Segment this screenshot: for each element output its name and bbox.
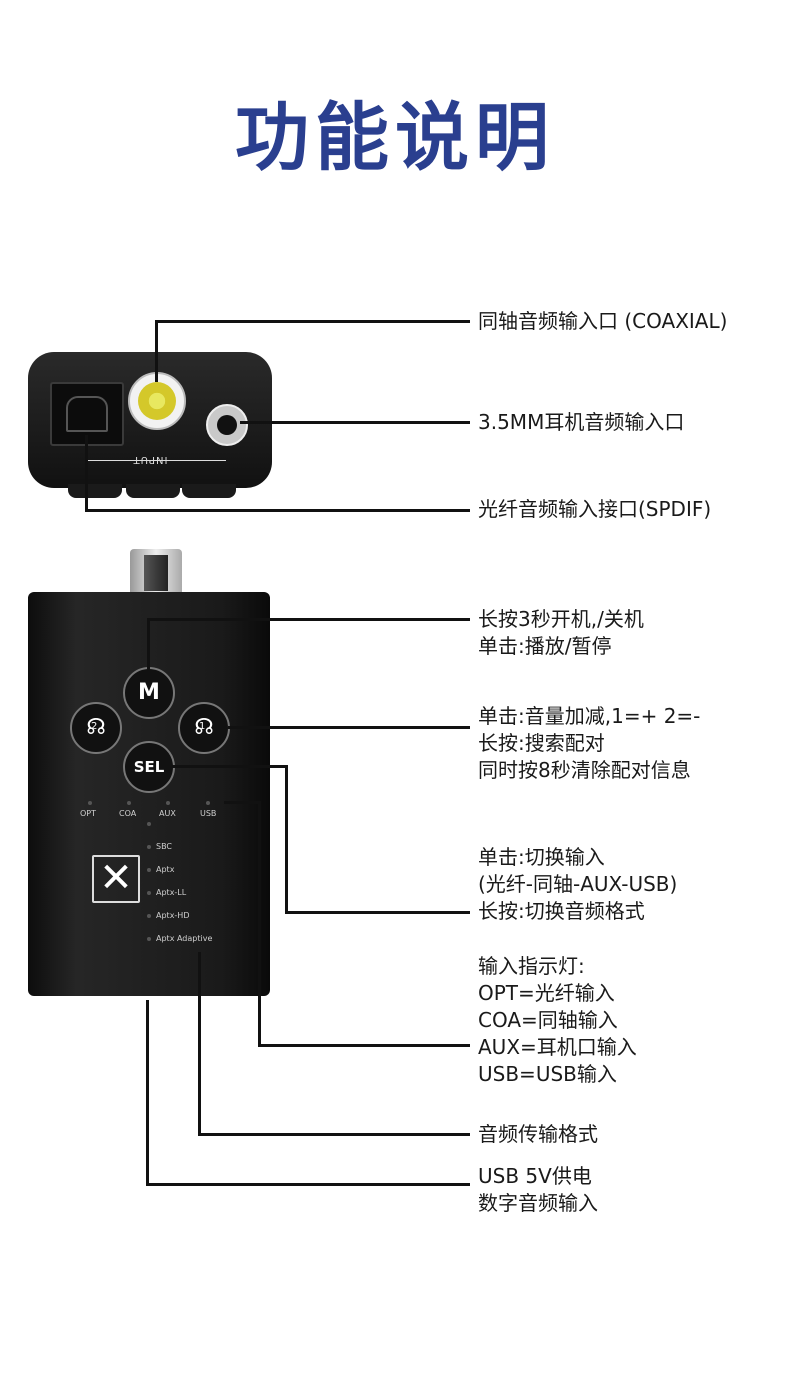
led-dot xyxy=(147,845,151,849)
m-button[interactable]: M xyxy=(123,667,175,719)
led-label-opt: OPT xyxy=(80,809,97,818)
page-title: 功能说明 xyxy=(235,95,555,181)
callout-format-leds: 音频传输格式 xyxy=(478,1122,598,1146)
leader-line xyxy=(258,801,261,1047)
callout-hp-buttons: 单击:音量加减,1=+ 2=- 长按:搜索配对 同时按8秒清除配对信息 xyxy=(478,704,701,782)
format-label-aptx-adaptive: Aptx Adaptive xyxy=(156,934,213,943)
led-label-aux: AUX xyxy=(159,809,176,818)
device-foot xyxy=(68,484,122,498)
volume-down-number: 2 xyxy=(91,721,98,732)
input-panel-device: INPUT xyxy=(28,352,272,498)
led-dot xyxy=(147,937,151,941)
leader-line xyxy=(258,1044,470,1047)
leader-line xyxy=(198,952,201,1136)
aux-jack xyxy=(206,404,248,446)
coaxial-port xyxy=(128,372,186,430)
callout-sel-button: 单击:切换输入 (光纤-同轴-AUX-USB) 长按:切换音频格式 xyxy=(478,845,678,923)
leader-line xyxy=(147,618,150,670)
headphone-icon: ☊ xyxy=(194,715,214,740)
led-dot xyxy=(147,868,151,872)
brand-logo-icon: ✕ xyxy=(92,855,140,903)
callout-aux: 3.5MM耳机音频输入口 xyxy=(478,410,685,434)
leader-line xyxy=(285,765,288,914)
volume-up-button[interactable]: ☊ xyxy=(178,702,230,754)
led-dot xyxy=(147,891,151,895)
coaxial-connector xyxy=(130,549,182,594)
led-dot xyxy=(88,801,92,805)
format-label-sbc: SBC xyxy=(156,842,173,851)
leader-line xyxy=(285,911,470,914)
volume-down-button[interactable]: ☊ xyxy=(70,702,122,754)
headphone-icon: ☊ xyxy=(86,715,106,740)
leader-line xyxy=(147,618,470,621)
led-label-coa: COA xyxy=(119,809,137,818)
format-label-aptx-ll: Aptx-LL xyxy=(156,888,187,897)
callout-input-leds: 输入指示灯: OPT=光纤输入 COA=同轴输入 AUX=耳机口输入 USB=U… xyxy=(478,954,637,1086)
format-label-aptx-hd: Aptx-HD xyxy=(156,911,190,920)
led-dot xyxy=(166,801,170,805)
led-dot xyxy=(127,801,131,805)
leader-line xyxy=(172,765,288,768)
leader-line xyxy=(155,320,158,382)
led-dot xyxy=(206,801,210,805)
callout-usb-power: USB 5V供电 数字音频输入 xyxy=(478,1164,598,1215)
input-bracket xyxy=(86,448,226,461)
device-foot xyxy=(126,484,180,498)
format-label-aptx: Aptx xyxy=(156,865,175,874)
leader-line xyxy=(146,1183,470,1186)
leader-line xyxy=(198,1133,470,1136)
leader-line xyxy=(155,320,470,323)
callout-coaxial: 同轴音频输入口 (COAXIAL) xyxy=(478,309,728,333)
led-label-usb: USB xyxy=(200,809,217,818)
leader-line xyxy=(85,435,88,512)
callout-m-button: 长按3秒开机,/关机 单击:播放/暂停 xyxy=(478,607,644,658)
input-port-label: INPUT xyxy=(132,454,168,465)
device-foot xyxy=(182,484,236,498)
callout-spdif: 光纤音频输入接口(SPDIF) xyxy=(478,497,712,521)
volume-up-number: 1 xyxy=(199,721,206,732)
led-dot xyxy=(147,914,151,918)
leader-line xyxy=(224,801,261,804)
led-dot xyxy=(147,822,151,826)
leader-line xyxy=(228,726,470,729)
leader-line xyxy=(146,1000,149,1186)
sel-button[interactable]: SEL xyxy=(123,741,175,793)
leader-line xyxy=(85,509,470,512)
leader-line xyxy=(240,421,470,424)
